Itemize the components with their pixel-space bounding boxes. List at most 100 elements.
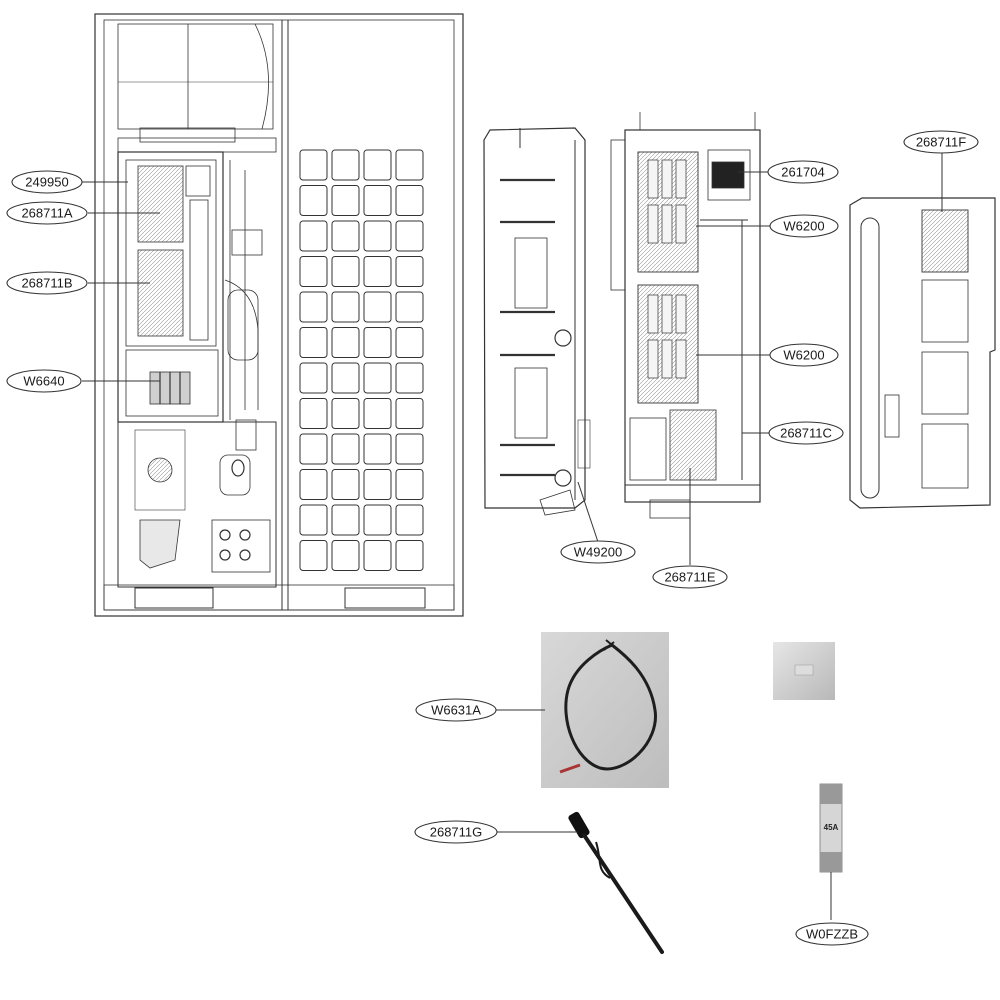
callout-label: 268711E — [664, 570, 715, 585]
callout-oval — [6, 201, 88, 225]
terminal-block — [647, 294, 659, 334]
grille-cell — [331, 149, 360, 181]
callout-268711f: 268711F — [903, 130, 979, 154]
grille-cell — [331, 291, 360, 323]
grille-cell — [331, 398, 360, 429]
side-panel — [849, 197, 996, 509]
callout-w49200: W49200 — [560, 540, 636, 564]
callout-oval — [414, 820, 498, 844]
grille-cell — [363, 362, 392, 394]
grille-cell — [395, 220, 424, 252]
grille-cell — [363, 327, 392, 358]
grille-cell — [395, 291, 424, 323]
callout-268711g: 268711G — [414, 820, 498, 844]
callout-oval — [768, 421, 844, 445]
small-part-photo — [773, 642, 835, 700]
grille-cell — [395, 540, 424, 571]
callout-268711a: 268711A — [6, 201, 88, 225]
callout-w6200b: W6200 — [769, 343, 839, 367]
grille-cell — [331, 362, 360, 394]
callout-label: 249950 — [25, 175, 68, 190]
terminal-block — [675, 294, 687, 334]
grille-cell — [331, 540, 360, 571]
callout-oval — [415, 698, 497, 722]
grille-cell — [331, 504, 360, 536]
sensor-photo — [568, 811, 664, 954]
fuse-photo: 45A — [819, 783, 843, 873]
terminal-block — [675, 339, 687, 379]
callout-oval — [652, 565, 728, 589]
grille-cell — [299, 327, 328, 358]
terminal-block — [661, 159, 673, 199]
grille-cell — [363, 504, 392, 536]
grille-cell — [363, 291, 392, 323]
callout-label: W6640 — [23, 374, 64, 389]
callout-w6200a: W6200 — [769, 214, 839, 238]
grille-cell — [363, 540, 392, 571]
control-box-front — [610, 112, 761, 519]
grille-cell — [299, 398, 328, 429]
callout-249950: 249950 — [11, 170, 83, 194]
callout-268711c: 268711C — [768, 421, 844, 445]
callout-268711b: 268711B — [6, 271, 88, 295]
grille-cell — [331, 433, 360, 465]
grille-cell — [299, 185, 328, 216]
outdoor-unit-drawing — [94, 13, 464, 617]
callout-oval — [6, 369, 82, 393]
terminal-block — [647, 204, 659, 244]
grille-cell — [331, 256, 360, 287]
terminal-block — [661, 204, 673, 244]
callout-label: 268711B — [21, 276, 72, 291]
control-box-side-panel — [483, 127, 591, 516]
cable-photo — [541, 632, 669, 788]
callout-label: W49200 — [574, 545, 622, 560]
grille-cell — [395, 149, 424, 181]
callout-w6631a: W6631A — [415, 698, 497, 722]
callout-label: 268711F — [916, 135, 966, 150]
grille-cell — [395, 433, 424, 465]
terminal-block — [661, 339, 673, 379]
callout-label: 268711G — [430, 825, 483, 840]
callout-w0fzzb: W0FZZB — [795, 922, 869, 946]
grille-cell — [395, 185, 424, 216]
leader-lines — [82, 152, 943, 920]
callout-label: W6200 — [783, 219, 824, 234]
callout-oval — [6, 271, 88, 295]
callout-w6640: W6640 — [6, 369, 82, 393]
terminal-block — [661, 294, 673, 334]
grille-cell — [299, 220, 328, 252]
grille-cell — [395, 327, 424, 358]
coil-grille — [299, 149, 424, 571]
grille-cell — [299, 469, 328, 500]
grille-cell — [363, 220, 392, 252]
grille-cell — [395, 504, 424, 536]
grille-cell — [331, 469, 360, 500]
terminal-block — [647, 159, 659, 199]
grille-cell — [299, 433, 328, 465]
grille-cell — [299, 504, 328, 536]
grille-cell — [299, 149, 328, 181]
grille-cell — [363, 398, 392, 429]
grille-cell — [363, 469, 392, 500]
callout-oval — [767, 160, 839, 184]
grille-cell — [363, 185, 392, 216]
callout-labels: 249950268711A268711BW6640261704W6200W620… — [6, 130, 979, 946]
callout-261704: 261704 — [767, 160, 839, 184]
callout-oval — [560, 540, 636, 564]
callout-oval — [11, 170, 83, 194]
callout-label: W6200 — [783, 348, 824, 363]
callout-label: 268711C — [780, 426, 832, 441]
grille-cell — [395, 398, 424, 429]
callout-label: 268711A — [21, 206, 72, 221]
grille-cell — [331, 327, 360, 358]
grille-cell — [363, 149, 392, 181]
grille-cell — [299, 540, 328, 571]
callout-oval — [903, 130, 979, 154]
callout-268711e: 268711E — [652, 565, 728, 589]
grille-cell — [363, 433, 392, 465]
grille-cell — [331, 185, 360, 216]
grille-cell — [331, 220, 360, 252]
callout-oval — [769, 343, 839, 367]
grille-cell — [363, 256, 392, 287]
